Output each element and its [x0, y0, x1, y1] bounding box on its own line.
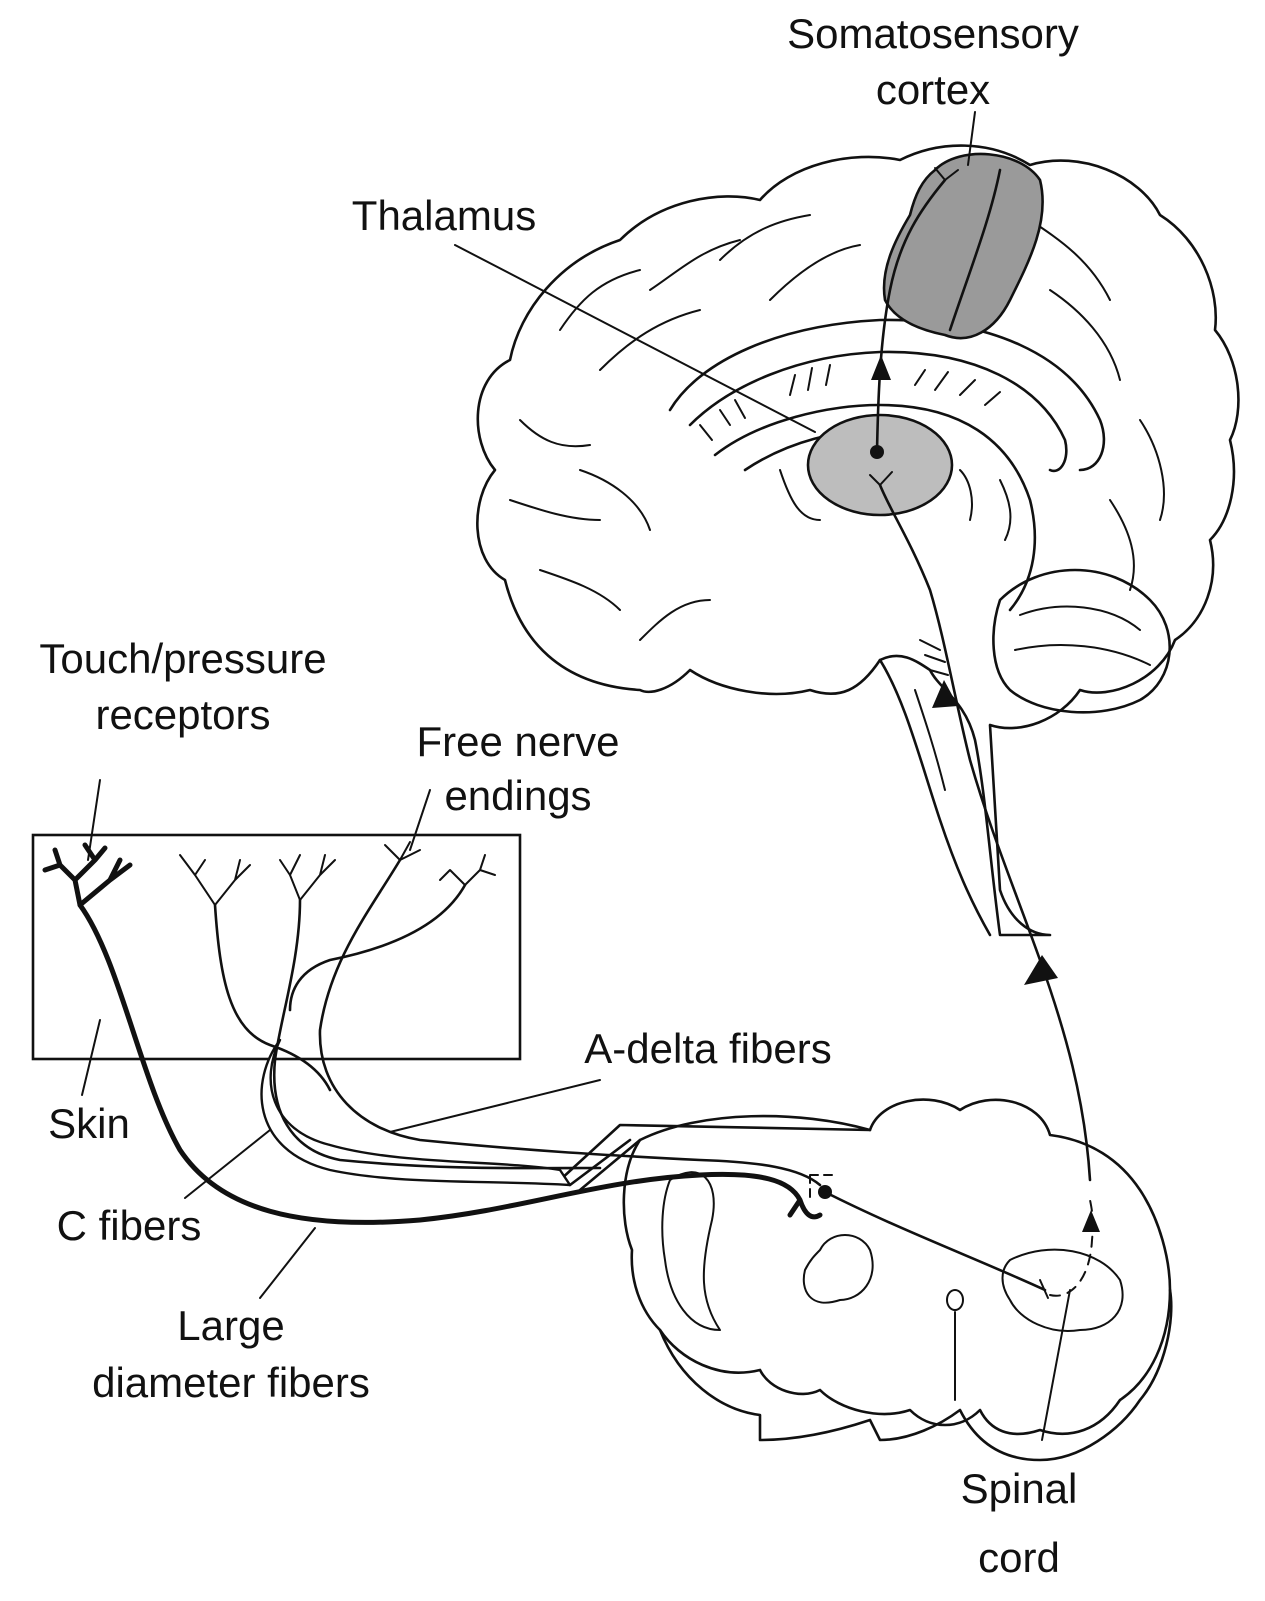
ventral-horn [1003, 1250, 1123, 1331]
ascending-tract [880, 485, 1090, 1180]
label-spinal-line2: cord [978, 1534, 1060, 1581]
label-free-line2: endings [444, 772, 591, 819]
arrowhead-spinal [1082, 1210, 1100, 1232]
a-delta-fiber [320, 860, 820, 1185]
thalamus-region [808, 415, 952, 515]
leader-touch [88, 780, 100, 860]
leader-adelta [390, 1080, 600, 1132]
crossing-dashed [1050, 1200, 1093, 1296]
label-large-line2: diameter fibers [92, 1359, 370, 1406]
cerebellum-folia [1015, 607, 1150, 665]
free-ending-branch [290, 885, 465, 1010]
label-thalamus: Thalamus [352, 192, 536, 239]
spinal-cord-section [560, 1100, 1171, 1460]
leader-free [410, 790, 430, 850]
leader-spinal [1042, 1290, 1070, 1440]
skin-panel [33, 835, 520, 1059]
dorsal-horn [804, 1235, 873, 1303]
spinal-cord-base [660, 1290, 1171, 1460]
leader-thalamus [455, 245, 815, 432]
label-free-line1: Free nerve [416, 718, 619, 765]
arrowhead-tract [1024, 955, 1058, 985]
label-c-fibers: C fibers [57, 1202, 202, 1249]
label-somatosensory-line2: cortex [876, 66, 990, 113]
c-fiber [274, 900, 600, 1168]
leader-cfibers [185, 1130, 270, 1198]
free-nerve-ending-branches [180, 842, 495, 905]
label-large-line1: Large [177, 1302, 284, 1349]
label-skin: Skin [48, 1100, 130, 1147]
somatosensory-cortex-region [884, 154, 1043, 338]
second-order-neuron [825, 1192, 1045, 1290]
central-canal [947, 1290, 963, 1310]
fiber-tract [262, 1040, 570, 1185]
leader-large [260, 1228, 315, 1298]
label-spinal-line1: Spinal [961, 1465, 1078, 1512]
label-touch-line2: receptors [95, 691, 270, 738]
skin-box [33, 835, 520, 1059]
leader-skin [82, 1020, 100, 1095]
arrowhead-cortex [871, 355, 891, 380]
label-a-delta: A-delta fibers [584, 1025, 831, 1072]
dorsal-root-bundle [560, 1125, 870, 1190]
label-somatosensory-line1: Somatosensory [787, 10, 1079, 57]
touch-receptor-endings [45, 845, 130, 905]
label-touch-line1: Touch/pressure [39, 635, 326, 682]
grey-matter [662, 1172, 720, 1330]
